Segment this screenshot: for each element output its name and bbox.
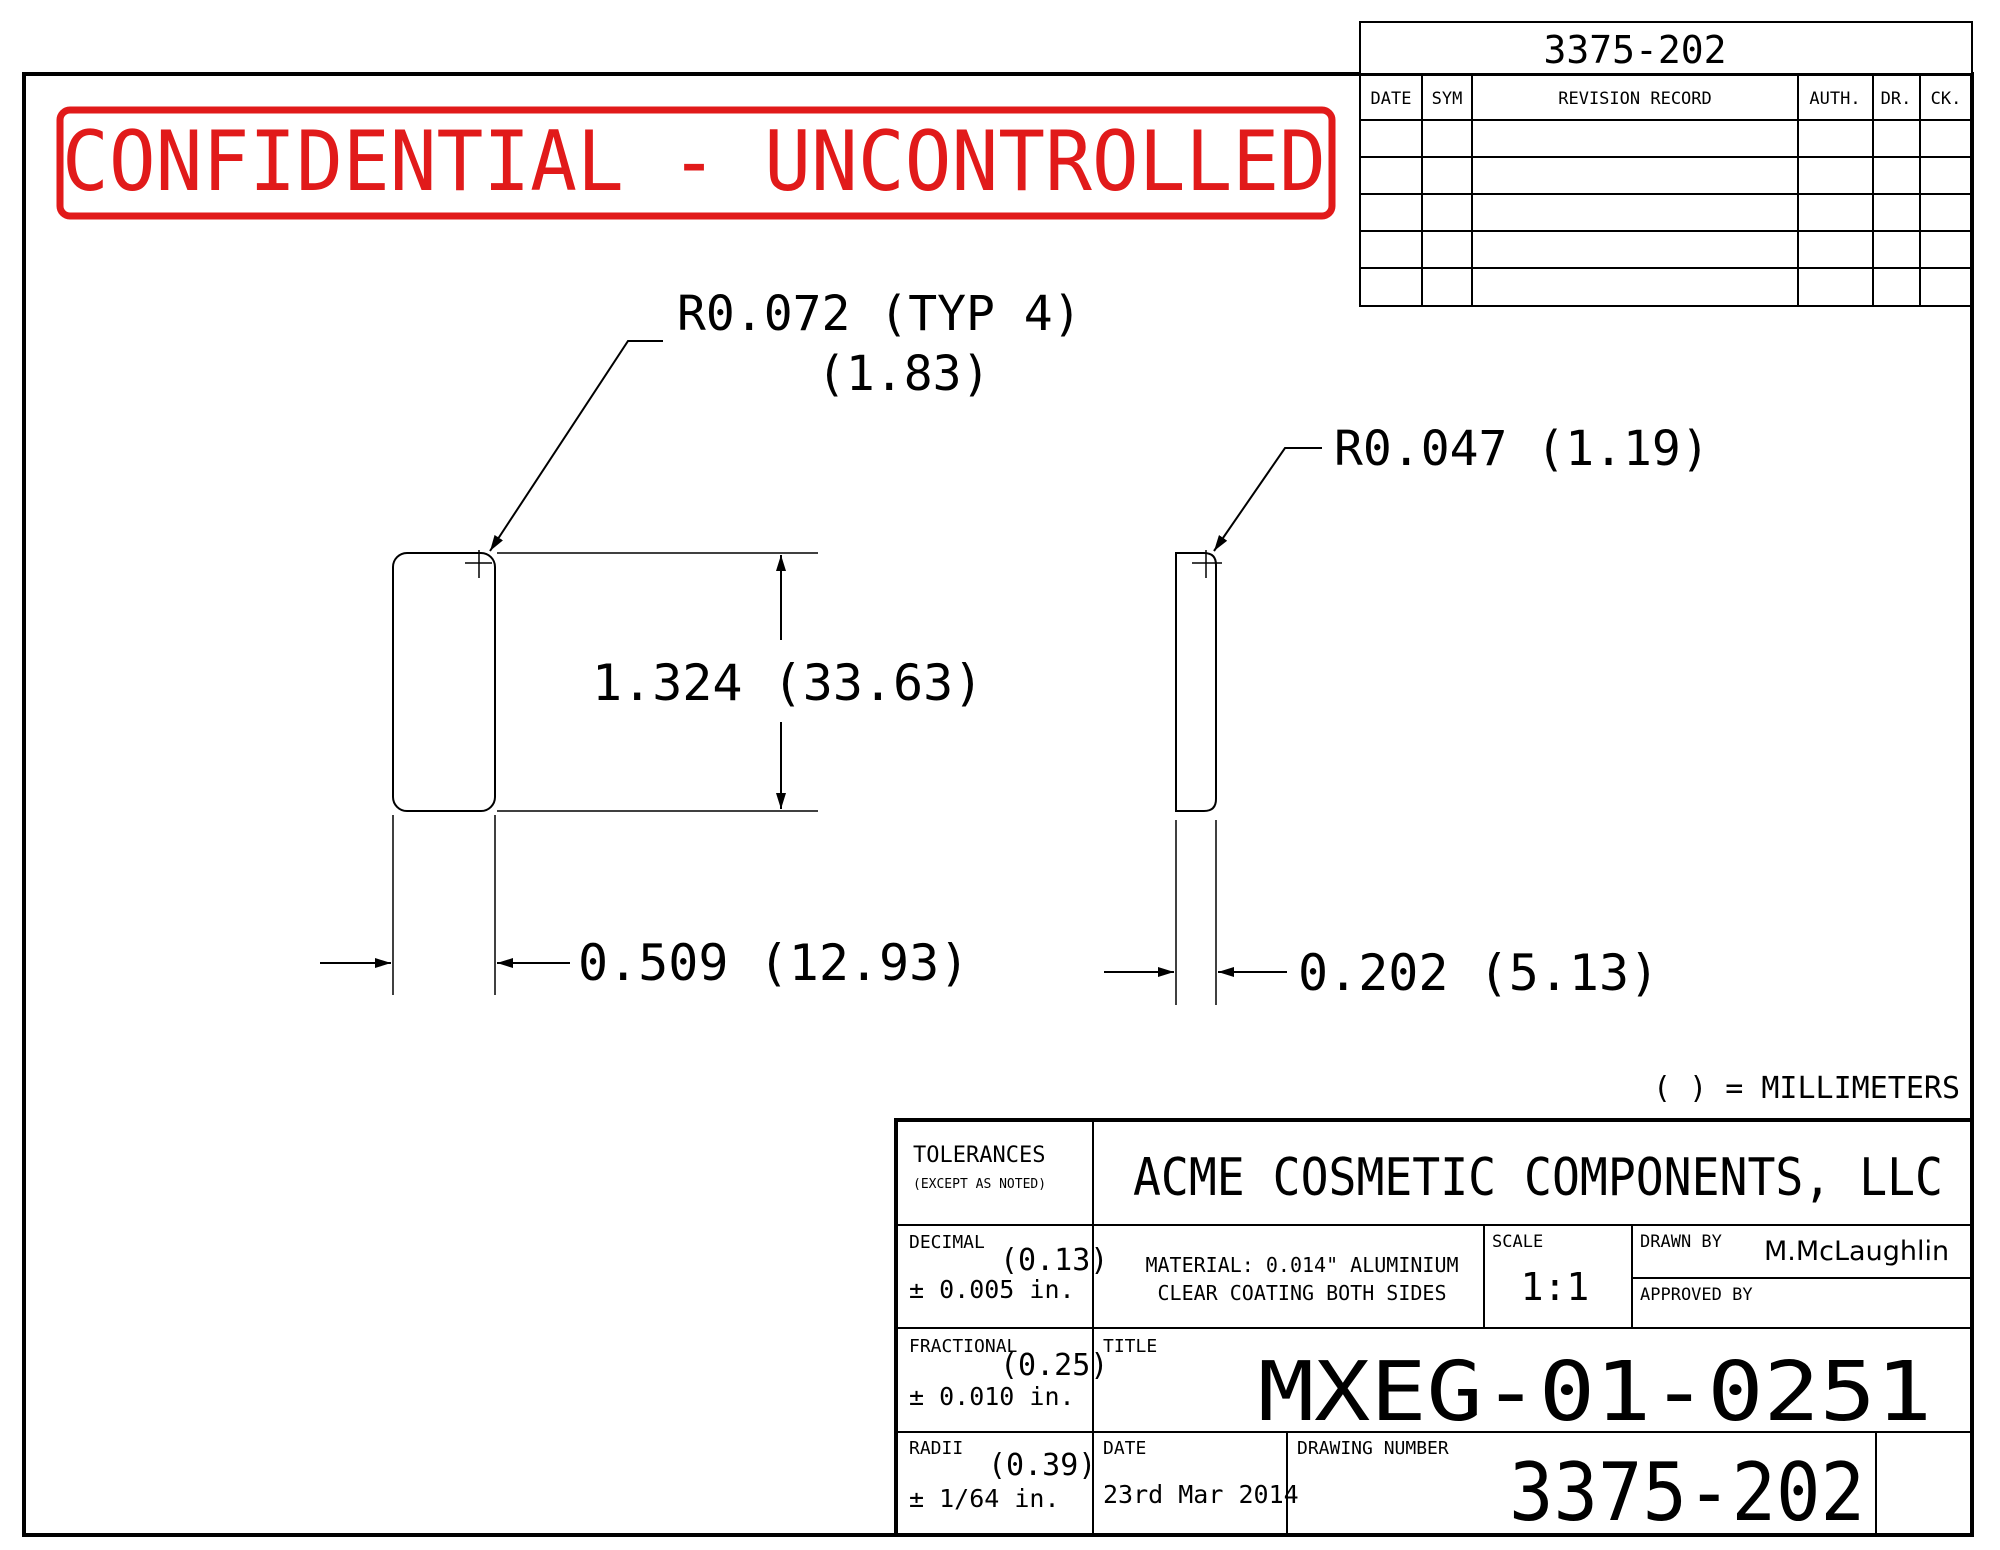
rev-col-ck: CK. bbox=[1931, 89, 1962, 109]
date-value: 23rd Mar 2014 bbox=[1103, 1480, 1299, 1509]
title-block bbox=[894, 1118, 1974, 1537]
rev-col-record: REVISION RECORD bbox=[1558, 89, 1712, 109]
drawn-by-value: M.McLaughlin bbox=[1764, 1236, 1949, 1267]
top-drawing-number-box: 3375-202 bbox=[1359, 21, 1973, 75]
rev-col-dr: DR. bbox=[1881, 89, 1912, 109]
side-radius-label: R0.047 (1.19) bbox=[1334, 421, 1710, 477]
company-name: ACME COSMETIC COMPONENTS, LLC bbox=[1133, 1148, 1943, 1208]
radii-label: RADII bbox=[909, 1438, 963, 1459]
decimal-mm: (0.13) bbox=[1000, 1243, 1108, 1278]
radii-mm: (0.39) bbox=[988, 1448, 1096, 1483]
drawn-by-label: DRAWN BY bbox=[1640, 1232, 1722, 1252]
title-label: TITLE bbox=[1103, 1336, 1157, 1357]
confidential-stamp-text: CONFIDENTIAL - UNCONTROLLED bbox=[62, 113, 1326, 210]
material-line-1: MATERIAL: 0.014" ALUMINIUM bbox=[1145, 1253, 1458, 1277]
front-radius-mm-label: (1.83) bbox=[817, 346, 990, 402]
front-view bbox=[320, 340, 818, 995]
fractional-mm: (0.25) bbox=[1000, 1348, 1108, 1383]
material-line-2: CLEAR COATING BOTH SIDES bbox=[1158, 1281, 1447, 1305]
tolerances-label: TOLERANCES bbox=[913, 1143, 1045, 1168]
front-radius-leader bbox=[489, 340, 663, 552]
side-radius-leader bbox=[1213, 447, 1322, 552]
date-label: DATE bbox=[1103, 1438, 1146, 1459]
top-drawing-number: 3375-202 bbox=[1543, 28, 1726, 72]
height-dimension-label: 1.324 (33.63) bbox=[592, 654, 983, 712]
except-as-noted-label: (EXCEPT AS NOTED) bbox=[913, 1177, 1046, 1192]
rev-col-auth: AUTH. bbox=[1809, 89, 1860, 109]
rev-col-sym: SYM bbox=[1432, 89, 1463, 109]
approved-by-label: APPROVED BY bbox=[1640, 1285, 1753, 1305]
drawing-number-value: 3375-202 bbox=[1509, 1446, 1865, 1539]
thickness-dimension-label: 0.202 (5.13) bbox=[1298, 944, 1659, 1002]
fractional-value: ± 0.010 in. bbox=[909, 1382, 1075, 1411]
front-view-outline bbox=[392, 552, 496, 812]
radii-value: ± 1/64 in. bbox=[909, 1484, 1060, 1513]
title-value: MXEG-01-0251 bbox=[1258, 1345, 1932, 1440]
scale-label: SCALE bbox=[1492, 1232, 1543, 1252]
confidential-stamp: CONFIDENTIAL - UNCONTROLLED bbox=[56, 106, 1336, 220]
scale-value: 1:1 bbox=[1521, 1265, 1590, 1309]
millimeters-note: ( ) = MILLIMETERS bbox=[1653, 1071, 1960, 1106]
side-view-outline bbox=[1175, 552, 1217, 812]
front-radius-label: R0.072 (TYP 4) bbox=[677, 286, 1082, 342]
decimal-label: DECIMAL bbox=[909, 1232, 985, 1253]
width-dimension-label: 0.509 (12.93) bbox=[578, 934, 969, 992]
rev-col-date: DATE bbox=[1371, 89, 1412, 109]
drawing-number-label: DRAWING NUMBER bbox=[1297, 1438, 1449, 1459]
revision-record-table: DATE SYM REVISION RECORD AUTH. DR. CK. bbox=[1359, 73, 1973, 307]
side-view bbox=[1104, 447, 1322, 1005]
fractional-label: FRACTIONAL bbox=[909, 1336, 1018, 1357]
decimal-value: ± 0.005 in. bbox=[909, 1275, 1075, 1304]
